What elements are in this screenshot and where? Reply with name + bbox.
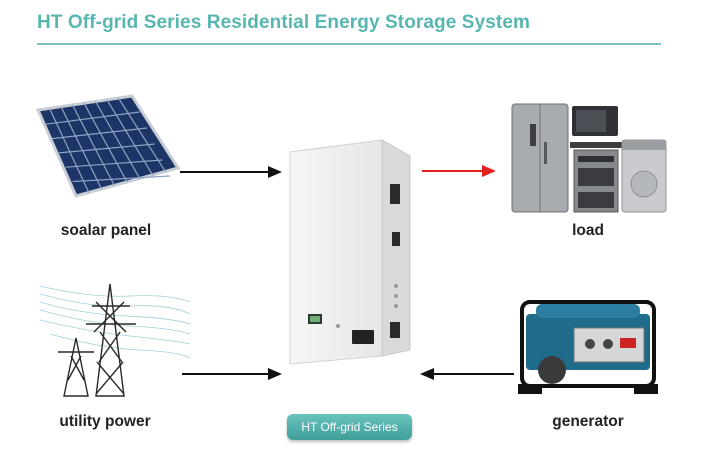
arrow-storage-to-load: [422, 165, 496, 177]
solar-panel-icon: [35, 94, 181, 198]
power-tower-icon: [40, 283, 190, 397]
arrow-solar-to-storage: [180, 166, 282, 178]
page-title: HT Off-grid Series Residential Energy St…: [37, 12, 531, 33]
solar-panel-label: soalar panel: [60, 222, 152, 239]
title-divider: [37, 43, 661, 45]
generator-icon: [518, 300, 658, 394]
generator-label: generator: [552, 413, 624, 430]
appliances-icon: [511, 103, 667, 213]
utility-power-label: utility power: [59, 413, 151, 430]
arrow-utility-to-storage: [182, 368, 282, 380]
battery-unit-icon: [288, 139, 412, 365]
arrow-generator-to-storage: [420, 368, 514, 380]
load-label: load: [572, 222, 604, 239]
product-badge: HT Off-grid Series: [287, 414, 412, 440]
